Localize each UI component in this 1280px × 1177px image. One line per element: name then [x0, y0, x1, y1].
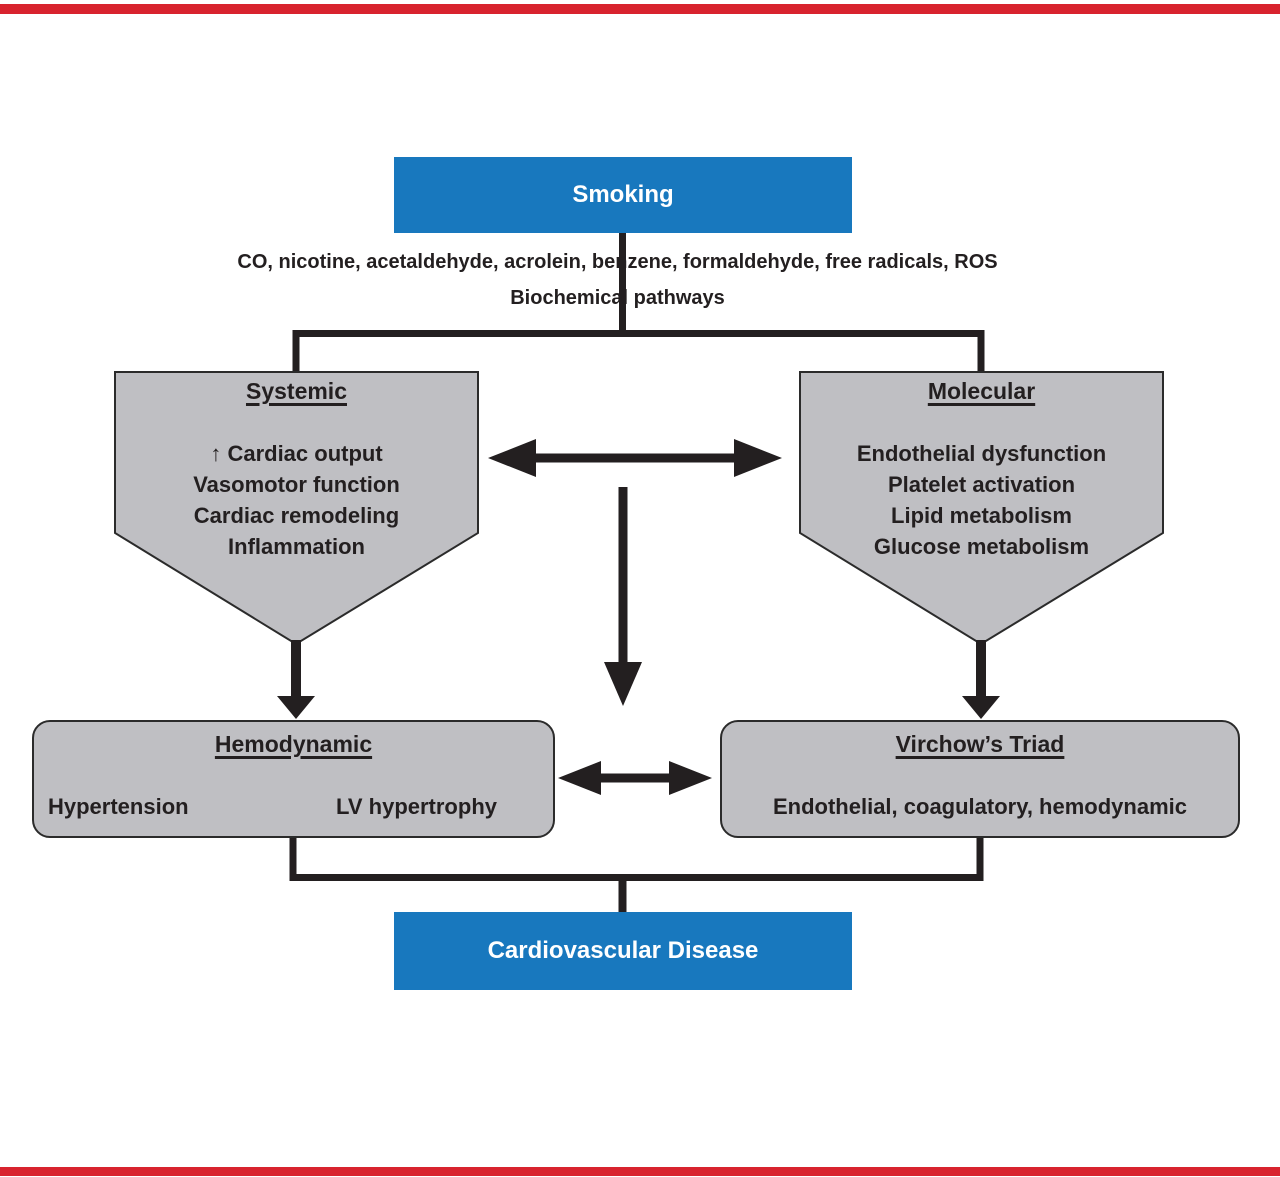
- molecular-virchows-arrow: [962, 640, 1000, 719]
- biochemical-pathways-text: Biochemical pathways: [510, 287, 725, 309]
- center-down-arrow: [604, 487, 642, 706]
- systemic-item: Cardiac remodeling: [193, 503, 400, 528]
- molecular-pentagon-content: Molecular Endothelial dysfunction Platel…: [800, 378, 1163, 562]
- molecular-item: Lipid metabolism: [891, 503, 1072, 528]
- hemodynamic-item: LV hypertrophy: [336, 794, 497, 819]
- molecular-item: Platelet activation: [887, 472, 1076, 497]
- virchows-items-line: Endothelial, coagulatory, hemodynamic: [772, 794, 1187, 819]
- molecular-items: Endothelial dysfunction Platelet activat…: [800, 438, 1163, 562]
- hemodynamic-title: Hemodynamic: [214, 731, 373, 757]
- systemic-item: ↑ Cardiac output: [210, 441, 383, 466]
- virchows-box: Virchow’s Triad Endothelial, coagulatory…: [720, 720, 1240, 838]
- smoking-box: Smoking: [394, 157, 852, 233]
- bottom-red-border: [0, 1167, 1280, 1176]
- smoking-box-label: Smoking: [572, 181, 674, 208]
- hemodynamic-box: Hemodynamic Hypertension LV hypertrophy: [32, 720, 555, 838]
- hemodynamic-items: Hypertension LV hypertrophy: [48, 794, 497, 820]
- molecular-item: Glucose metabolism: [873, 534, 1090, 559]
- chemical-mediators-text: CO, nicotine, acetaldehyde, acrolein, be…: [237, 251, 998, 273]
- systemic-pentagon-shape: [114, 371, 479, 646]
- virchows-title: Virchow’s Triad: [895, 731, 1065, 757]
- systemic-pentagon-content: Systemic ↑ Cardiac output Vasomotor func…: [115, 378, 478, 562]
- systemic-hemodynamic-arrow: [277, 640, 315, 719]
- systemic-title: Systemic: [245, 378, 347, 404]
- top-red-border: [0, 4, 1280, 14]
- molecular-item: Endothelial dysfunction: [856, 441, 1107, 466]
- branch-connector: [292, 330, 985, 375]
- molecular-title: Molecular: [927, 378, 1036, 404]
- systemic-item: Inflammation: [228, 534, 365, 559]
- systemic-items: ↑ Cardiac output Vasomotor function Card…: [115, 438, 478, 562]
- hemodynamic-item: Hypertension: [48, 794, 189, 819]
- systemic-item: Vasomotor function: [193, 472, 400, 497]
- outcome-connector: [289, 838, 984, 881]
- systemic-molecular-arrow: [488, 439, 782, 477]
- cvd-box: Cardiovascular Disease: [394, 912, 852, 990]
- hemodynamic-virchows-arrow: [558, 761, 712, 795]
- cvd-box-label: Cardiovascular Disease: [487, 937, 759, 964]
- molecular-pentagon-shape: [799, 371, 1164, 646]
